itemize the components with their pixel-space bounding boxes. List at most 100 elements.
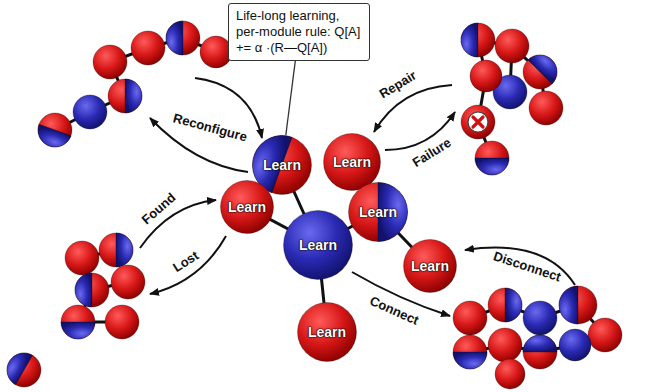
module-label: Learn: [333, 154, 371, 170]
module-shell: [108, 79, 142, 113]
robot-module: [131, 31, 165, 65]
failed-module: [461, 105, 495, 139]
robot-module: [495, 29, 529, 63]
module-shell: [166, 21, 200, 55]
failure-cross: [473, 117, 483, 127]
callout-leader: [286, 61, 296, 136]
callout-text: Life-long learning, per-module rule: Q[A…: [236, 8, 362, 56]
module-shell: [461, 23, 495, 57]
transition-label: Repair: [377, 68, 419, 101]
robot-module: [166, 21, 200, 55]
module-shell: [105, 305, 139, 339]
module-half: [559, 286, 578, 324]
module-shell: [470, 60, 502, 92]
module-half: [475, 158, 509, 175]
learning-module: Learn: [220, 180, 274, 234]
robot-module: [523, 301, 557, 335]
module-shell: [298, 303, 357, 362]
robot-module: [453, 301, 487, 335]
robot-module: [559, 286, 597, 324]
transition-label: Disconnect: [491, 249, 562, 284]
transition-label: Found: [139, 191, 178, 228]
module-shell: [61, 305, 95, 339]
module-shell: [475, 141, 509, 175]
transition-label: Reconfigure: [172, 111, 249, 144]
module-cluster: [453, 286, 622, 389]
module-half: [461, 23, 478, 57]
module-shell: [111, 265, 145, 299]
robot-module: [61, 305, 95, 339]
robot-module: [33, 113, 72, 152]
robot-module: [488, 328, 522, 362]
module-shell: [324, 134, 381, 191]
learning-module: Learn: [348, 182, 408, 242]
robot-module: [108, 79, 142, 113]
module-half: [528, 48, 564, 84]
module-shell: [404, 240, 457, 293]
robot-module: [559, 329, 591, 361]
transition-arrows: [140, 78, 575, 316]
robot-module: [488, 288, 522, 322]
robot-module: [470, 60, 502, 92]
robot-module: [65, 241, 99, 275]
module-shell: [488, 328, 522, 362]
module-half: [125, 79, 142, 113]
module-shell: [523, 301, 557, 335]
robot-module: [529, 91, 563, 125]
module-shell: [131, 31, 165, 65]
transition-label: Lost: [171, 249, 202, 276]
learning-module: Learn: [323, 133, 381, 191]
robot-module: [73, 95, 107, 129]
robot-module: [495, 359, 525, 389]
module-half: [166, 21, 183, 55]
robot-module: [588, 318, 622, 352]
learning-module: Learn: [403, 239, 457, 293]
module-half: [523, 335, 557, 352]
module-half: [75, 273, 92, 307]
module-shell: [523, 335, 557, 369]
module-cluster: [1, 233, 145, 387]
robot-module: [111, 265, 145, 299]
transition-label: Failure: [410, 136, 454, 171]
robot-module: [523, 335, 557, 369]
robot-module: [99, 233, 133, 267]
transition-arrow: [150, 236, 226, 294]
module-shell: [495, 29, 529, 63]
module-half: [33, 124, 71, 152]
module-shell: [588, 318, 622, 352]
module-label: Learn: [411, 258, 449, 274]
module-cluster: [461, 23, 564, 175]
module-shell: [93, 45, 127, 79]
module-half: [116, 233, 133, 267]
learning-module: Learn: [283, 210, 353, 280]
module-half: [1, 347, 33, 385]
module-shell: [488, 288, 522, 322]
module-half: [61, 322, 95, 339]
module-label: Learn: [308, 324, 346, 340]
module-label: Learn: [263, 157, 301, 173]
module-shell: [495, 359, 525, 389]
failure-mark: [468, 112, 488, 132]
robot-module: [523, 48, 564, 89]
transition-label: Connect: [367, 294, 420, 328]
module-shell: [559, 329, 591, 361]
module-shell: [221, 181, 274, 234]
module-shell: [65, 241, 99, 275]
module-shell: [73, 95, 107, 129]
robot-module: [461, 23, 495, 57]
robot-module: [93, 45, 127, 79]
module-label: Learn: [299, 237, 337, 253]
module-label: Learn: [359, 204, 397, 220]
module-shell: [559, 286, 597, 324]
module-links: [55, 38, 605, 374]
lost-module: [1, 347, 41, 387]
robot-module: [453, 335, 487, 369]
module-half: [505, 288, 522, 322]
robot-module: [75, 273, 109, 307]
callout-box: Life-long learning, per-module rule: Q[A…: [228, 3, 370, 61]
module-shell: [453, 335, 487, 369]
module-half: [453, 352, 487, 369]
module-shell: [529, 91, 563, 125]
